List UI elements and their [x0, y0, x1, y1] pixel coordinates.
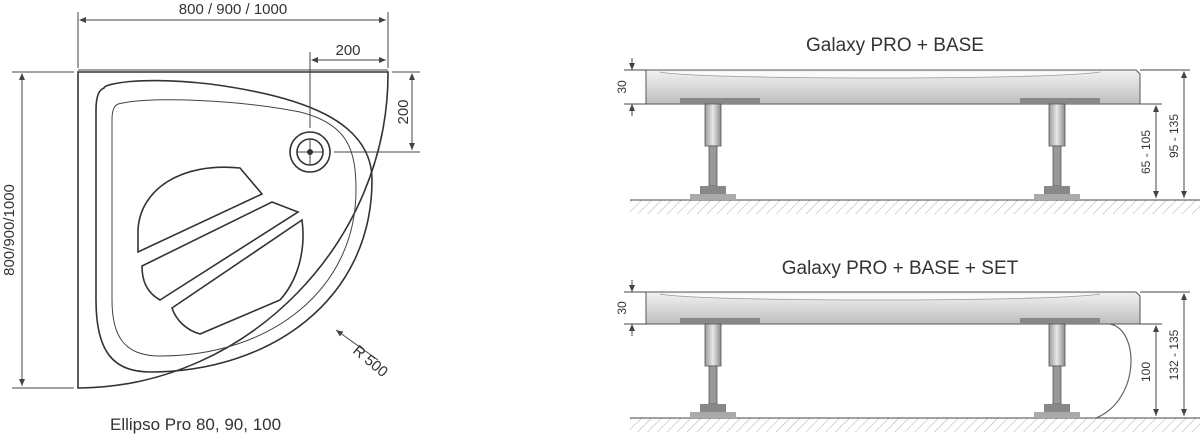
- dim-height-label: 800/900/1000: [1, 184, 18, 276]
- dim-drain-x-label: 200: [335, 42, 360, 59]
- side-view-bottom: Galaxy PRO + BASE + SET 30 100: [615, 258, 1200, 432]
- radius-label: R 500: [349, 342, 391, 381]
- dim-drain-y-label: 200: [395, 99, 412, 124]
- side-bottom-title: Galaxy PRO + BASE + SET: [782, 258, 1019, 279]
- plan-view: 800 / 900 / 1000 800/900/1000 200 200: [1, 1, 420, 434]
- side-top-title: Galaxy PRO + BASE: [806, 35, 984, 56]
- side-top-total-label: 95 - 135: [1167, 114, 1181, 158]
- side-top-thickness-label: 30: [615, 80, 629, 94]
- side-view-top: Galaxy PRO + BASE 30 65 - 105 95 - 135: [615, 35, 1200, 214]
- plan-caption: Ellipso Pro 80, 90, 100: [110, 415, 281, 434]
- side-top-leg-label: 65 - 105: [1139, 130, 1153, 174]
- dim-width-label: 800 / 900 / 1000: [179, 1, 287, 18]
- side-bottom-thickness-label: 30: [615, 301, 629, 315]
- side-bottom-panel-label: 100: [1139, 362, 1153, 382]
- side-bottom-total-label: 132 - 135: [1167, 329, 1181, 380]
